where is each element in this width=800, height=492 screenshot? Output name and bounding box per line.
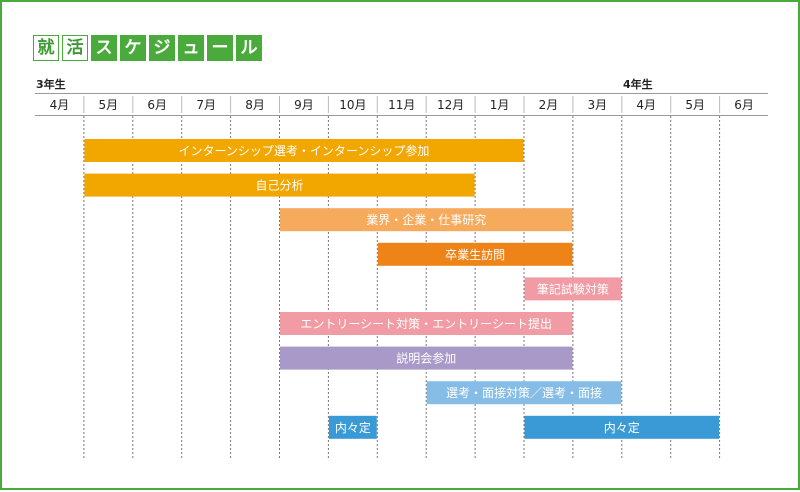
title-char-filled: ス	[91, 35, 117, 61]
task-label: 説明会参加	[396, 351, 456, 366]
task-bar	[280, 346, 573, 370]
year-label-4th: 4年生	[623, 78, 653, 91]
title-char-filled: ー	[207, 35, 233, 61]
month-label: 10月	[339, 98, 366, 112]
month-label: 1月	[490, 98, 510, 112]
task-bar-group: 選考・面接対策／選考・面接	[426, 381, 622, 405]
task-bar	[280, 312, 573, 335]
task-bar	[328, 415, 377, 439]
month-label: 8月	[245, 98, 265, 112]
task-label: 自己分析	[255, 179, 303, 193]
task-bar	[84, 139, 524, 162]
title-char-filled: ジ	[149, 35, 175, 61]
task-bar	[524, 277, 622, 301]
task-label: 業界・企業・仕事研究	[366, 212, 486, 227]
title-char-filled: ュ	[178, 35, 204, 61]
task-bar-group: 内々定	[524, 415, 720, 439]
task-bar-group: インターンシップ選考・インターンシップ参加	[84, 139, 524, 162]
month-label: 9月	[294, 98, 314, 112]
month-label: 4月	[50, 98, 70, 112]
task-bar-group: 筆記試験対策	[524, 277, 622, 301]
month-label: 4月	[636, 98, 656, 112]
task-bar-group: 卒業生訪問	[377, 242, 573, 266]
title-char-filled: ル	[236, 35, 262, 61]
month-label: 11月	[388, 98, 415, 112]
chart-title: 就活スケジュール	[33, 35, 262, 61]
month-label: 7月	[196, 98, 216, 112]
task-bar	[426, 381, 622, 405]
year-label-3rd: 3年生	[36, 78, 66, 91]
title-char-filled: ケ	[120, 35, 146, 61]
task-bar-group: 内々定	[328, 415, 377, 439]
task-label: インターンシップ選考・インターンシップ参加	[179, 143, 430, 158]
title-char-outline: 活	[62, 35, 88, 61]
title-char-outline: 就	[33, 35, 59, 61]
month-label: 5月	[685, 98, 705, 112]
month-label: 12月	[437, 98, 464, 112]
task-label: 卒業生訪問	[445, 247, 505, 262]
task-bar-group: 説明会参加	[280, 346, 573, 370]
month-label: 2月	[539, 98, 559, 112]
task-label: 選考・面接対策／選考・面接	[446, 385, 602, 400]
month-label: 6月	[147, 98, 167, 112]
task-bar-group: 業界・企業・仕事研究	[280, 208, 573, 232]
task-label: 内々定	[604, 420, 640, 435]
task-label: 筆記試験対策	[537, 281, 609, 296]
month-label: 6月	[734, 98, 754, 112]
task-bar	[84, 173, 475, 197]
task-bar	[280, 208, 573, 232]
month-label: 5月	[99, 98, 119, 112]
task-label: 内々定	[335, 420, 371, 435]
task-bar	[524, 415, 720, 439]
month-header	[35, 93, 768, 116]
task-label: エントリーシート対策・エントリーシート提出	[300, 316, 552, 331]
task-bar-group: 自己分析	[84, 173, 475, 197]
task-bar-group: エントリーシート対策・エントリーシート提出	[280, 312, 573, 335]
task-bar	[377, 242, 573, 266]
month-label: 3月	[588, 98, 608, 112]
